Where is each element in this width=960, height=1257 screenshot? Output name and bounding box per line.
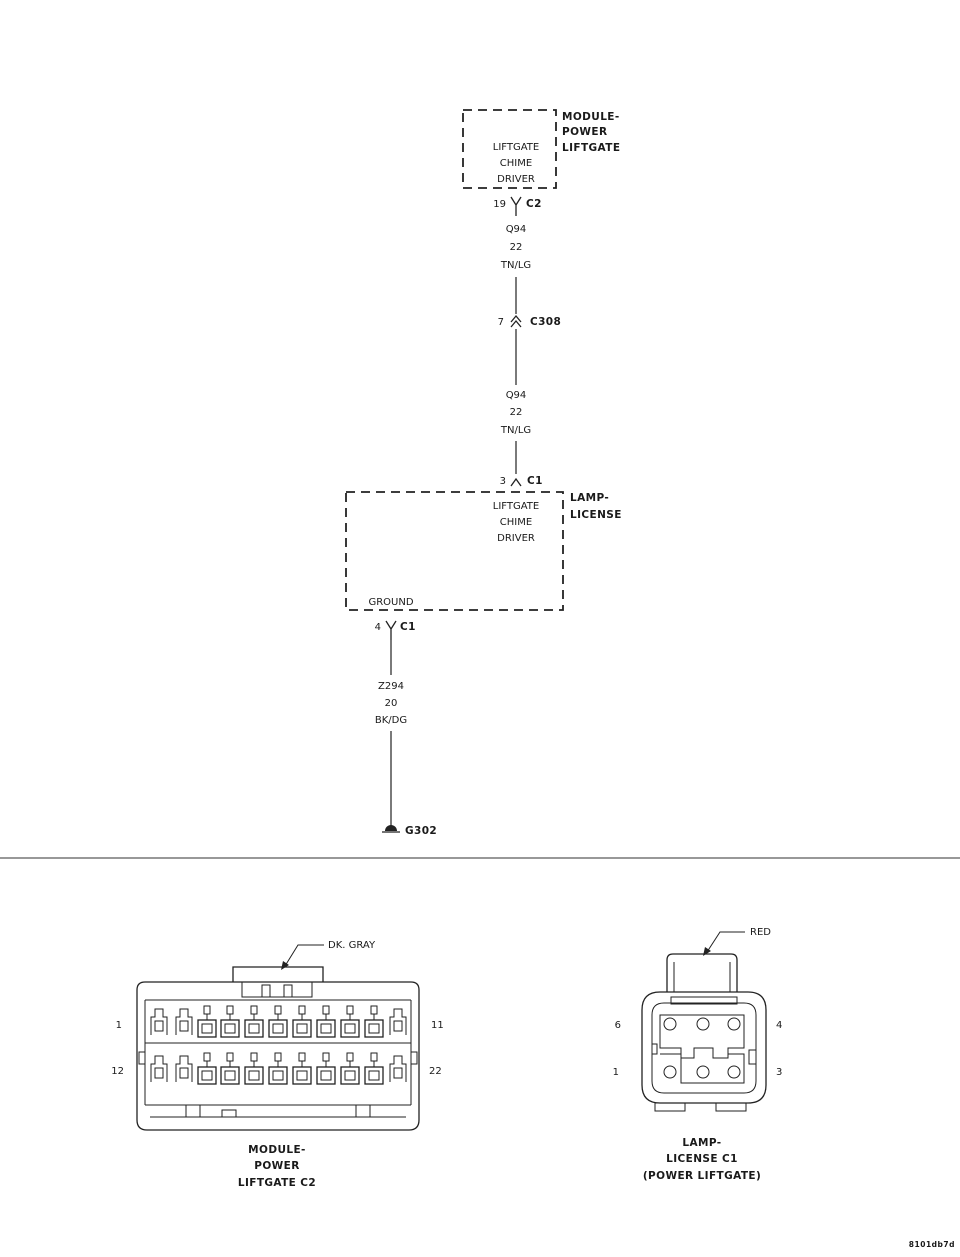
lamp-circuit-line1: LIFTGATE [493,501,539,512]
c2-cavity-row-top [150,1005,407,1038]
c2-cavity [389,1055,407,1082]
module-circuit-line1: LIFTGATE [493,142,539,153]
c308-name: C308 [530,316,561,328]
c2-color-label: DK. GRAY [328,940,376,951]
connector-c2-symbol: 19 C2 [493,196,542,216]
c2-cavity [316,1005,336,1038]
module-connector-name: C2 [526,198,542,210]
lamp-input-connector-name: C1 [527,475,543,487]
c2-cavity [175,1055,193,1082]
module-power-liftgate: LIFTGATE CHIME DRIVER MODULE- POWER LIFT… [462,109,620,189]
module-name-line2: POWER [562,126,607,138]
c2-cavity [316,1052,336,1085]
c2-cavity [244,1052,264,1085]
lamp-license: LIFTGATE CHIME DRIVER GROUND LAMP- LICEN… [345,491,622,611]
module-name-line1: MODULE- [562,111,620,123]
c2-cavity [364,1052,384,1085]
lamp-circuit-line3: DRIVER [497,533,535,544]
c2-pin-bottom-right: 22 [429,1066,442,1077]
c2-cavity [340,1052,360,1085]
wire-ground-color: BK/DG [375,715,407,726]
c2-cavity [389,1008,407,1035]
wire-upper-circuit: Q94 [506,224,527,235]
c2-caption-line1: MODULE- [248,1144,306,1156]
wire-upper-color: TN/LG [500,260,531,271]
lamp-license-box [345,491,564,611]
c2-caption-line3: LIFTGATE C2 [238,1177,316,1189]
c2-cavity [340,1005,360,1038]
c2-cavity [150,1008,168,1035]
c2-cavity [244,1005,264,1038]
c2-cavity [197,1052,217,1085]
module-power-liftgate-box [462,109,557,189]
c2-cavity [364,1005,384,1038]
module-circuit-line3: DRIVER [497,174,535,185]
c1-pin-bottom-right: 3 [776,1067,782,1078]
lamp-input-connector: 3 C1 [500,475,543,487]
module-circuit-line2: CHIME [500,158,532,169]
lamp-ground-connector: 4 C1 [375,620,416,640]
figure-id: 8101db7d [909,1240,955,1249]
lamp-input-pin: 3 [500,476,506,487]
c2-cavity [150,1055,168,1082]
wire-ground: Z294 20 BK/DG [375,640,407,826]
c2-pin-bottom-left: 12 [111,1066,124,1077]
c2-cavity [197,1005,217,1038]
module-name-line3: LIFTGATE [562,142,620,154]
c1-pin-bottom-left: 1 [613,1067,619,1078]
wire-ground-circuit: Z294 [378,681,404,692]
module-pin-number: 19 [493,199,506,210]
inline-connector-c308: 7 C308 [498,314,561,328]
lamp-ground-label: GROUND [368,597,413,608]
c1-caption-line3: (POWER LIFTGATE) [643,1170,761,1182]
c2-caption-line2: POWER [254,1160,299,1172]
wire-upper: Q94 22 TN/LG [500,224,531,314]
lamp-circuit-line2: CHIME [500,517,532,528]
lamp-ground-pin: 4 [375,622,381,633]
c2-cavity [268,1052,288,1085]
c2-cavity [220,1005,240,1038]
c2-cavity [175,1008,193,1035]
ground-point-g302: G302 [382,825,437,837]
c2-cavity [220,1052,240,1085]
wire-middle-gauge: 22 [510,407,523,418]
c1-pin-top-right: 4 [776,1020,782,1031]
wire-middle: Q94 22 TN/LG [500,329,531,474]
c1-caption-line1: LAMP- [682,1137,721,1149]
c2-pin-top-right: 11 [431,1020,444,1031]
c308-pin-number: 7 [498,317,504,328]
c1-caption-line2: LICENSE C1 [666,1153,738,1165]
c2-cavity-row-bottom [150,1052,407,1085]
wire-upper-gauge: 22 [510,242,523,253]
lamp-ground-connector-name: C1 [400,621,416,633]
c1-pin-top-left: 6 [615,1020,621,1031]
c1-color-label: RED [750,927,771,938]
wire-middle-circuit: Q94 [506,390,527,401]
c2-pin-top-left: 1 [116,1020,122,1031]
wire-middle-color: TN/LG [500,425,531,436]
lamp-name-line2: LICENSE [570,509,622,521]
ground-symbol-icon [385,825,397,831]
lamp-name-line1: LAMP- [570,492,609,504]
connector-c2-view: DK. GRAY 1 11 12 22 MODULE- POWER LIFTGA… [111,940,443,1189]
ground-point-name: G302 [405,825,437,837]
c2-cavity [292,1005,312,1038]
wire-ground-gauge: 20 [385,698,398,709]
c2-cavity [268,1005,288,1038]
c2-cavity [292,1052,312,1085]
connector-c1-view: RED 6 4 1 3 LAMP- LICENSE C1 (POWER LIFT… [613,927,783,1182]
